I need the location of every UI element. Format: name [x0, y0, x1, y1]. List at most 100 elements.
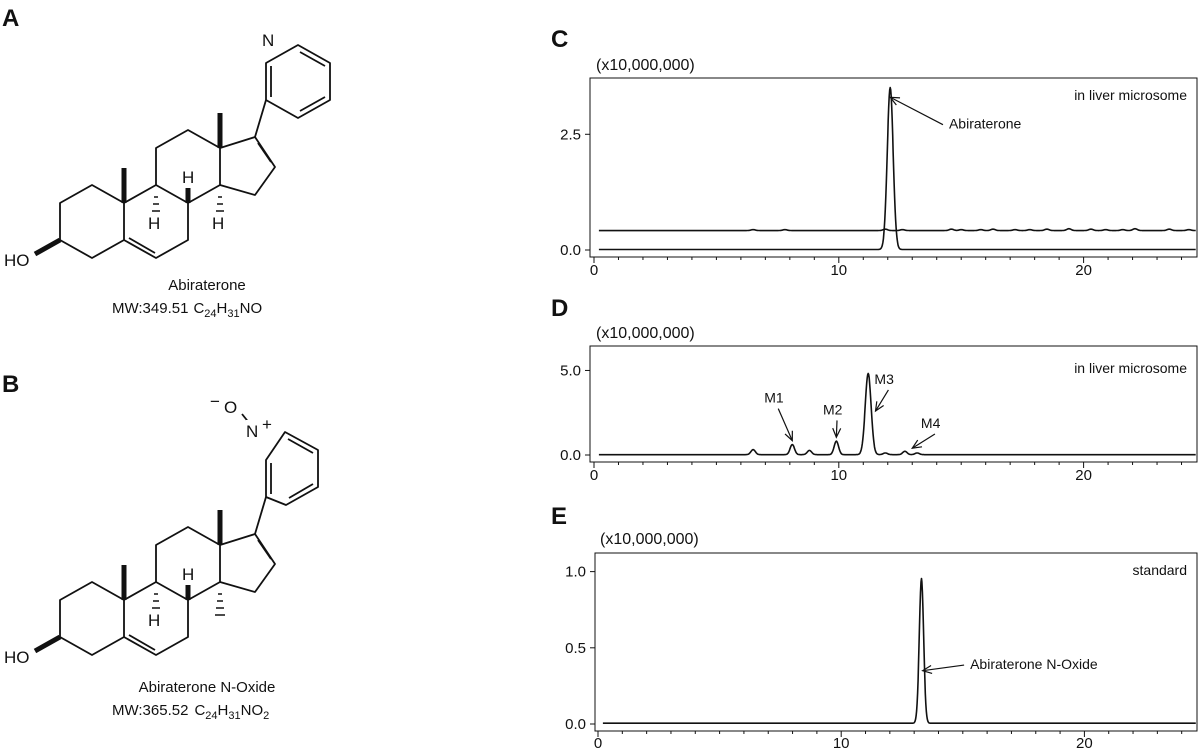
hydrogen-atom-h9-a: H [148, 214, 160, 233]
chart-marks-e: 0.0 0.5 1.0 0 10 20 Abiraterone N-Oxide [565, 564, 1197, 752]
peak-arrowhead [832, 427, 842, 439]
ring-d-double-bond-b [257, 539, 272, 560]
pyridine-double-2 [299, 51, 326, 67]
y-tick-label: 0.0 [565, 716, 586, 733]
negative-charge: − [210, 392, 220, 411]
oxygen-atom-b: O [224, 398, 237, 417]
pyridine-ring-bonds [265, 44, 331, 119]
x-tick-label: 20 [1075, 467, 1092, 484]
hydroxyl-label-b: HO [4, 648, 30, 667]
peak-arrowhead [874, 401, 884, 413]
annotation-d: in liver microsome [1074, 360, 1187, 376]
chromatogram-c: C (x10,000,000) in liver microsome 0.02.… [551, 26, 1198, 279]
peak-arrowhead [910, 439, 923, 450]
peak-arrow [911, 433, 936, 449]
peak-arrow [777, 408, 793, 441]
stereo-hash-h14 [216, 196, 224, 212]
panel-letter-d: D [551, 295, 568, 322]
ring-a-bonds [59, 184, 125, 259]
peak-arrow [922, 664, 965, 672]
trace-series-0 [598, 227, 1196, 232]
panel-letter-c: C [551, 26, 568, 53]
abiraterone-structure [33, 44, 331, 259]
peak-arrow [875, 389, 889, 412]
x-tick-label: 20 [1075, 262, 1092, 279]
ring-c-bonds-b [155, 526, 221, 601]
peak-label: M4 [921, 415, 941, 431]
chart-marks-c: 0.0 2.5 0 10 20 Abiraterone [560, 86, 1196, 279]
stereo-hash-methyl-b [215, 593, 225, 616]
y-tick-label: 0.5 [565, 640, 586, 657]
plot-frame-c [589, 77, 1198, 258]
ring-b-double-bond-b [128, 634, 156, 651]
panel-letter-e: E [551, 503, 567, 530]
x-tick-label: 0 [594, 735, 602, 752]
y-scale-label-e: (x10,000,000) [600, 531, 699, 548]
peak-label: M2 [823, 401, 843, 417]
abiraterone-n-oxide-structure [33, 413, 319, 656]
peak-arrowhead [888, 96, 901, 106]
ring-a-bonds-b [59, 581, 125, 656]
nitrogen-atom-a: N [262, 31, 274, 50]
peak-label: Abiraterone [949, 116, 1022, 132]
hydrogen-atom-h8-b: H [182, 565, 194, 584]
trace-series-1 [598, 86, 1196, 251]
stereo-hash-h9 [152, 196, 160, 212]
y-tick-label: 0.0 [560, 242, 581, 259]
trace-series-0 [602, 577, 1197, 725]
panel-letter-a: A [2, 5, 19, 32]
peak-arrowhead [921, 664, 933, 674]
pyridine-double-2-b [287, 438, 314, 454]
ring-d-double-bond [257, 142, 272, 163]
hydrogen-atom-h9-b: H [148, 611, 160, 630]
compound-name-a: Abiraterone [168, 277, 246, 294]
x-tick-label: 10 [833, 735, 850, 752]
peak-label: M3 [874, 371, 894, 387]
ring-b-bonds [123, 184, 189, 259]
y-scale-label-d: (x10,000,000) [596, 325, 695, 342]
peak-label: M1 [764, 390, 784, 406]
trace-series-0 [598, 372, 1196, 456]
chromatogram-e: E (x10,000,000) standard 0.0 0.5 1.0 0 10 20 A… [551, 503, 1198, 752]
pyridine-link-bond [254, 99, 267, 138]
hydroxyl-label-a: HO [4, 251, 30, 270]
hydroxyl-bond-b [33, 634, 62, 654]
ring-b-bonds-b [123, 581, 189, 656]
stereo-hash-h9-b [152, 593, 160, 609]
panel-letter-b: B [2, 371, 19, 398]
y-scale-label-c: (x10,000,000) [596, 57, 695, 74]
compound-name-b: Abiraterone N-Oxide [139, 679, 276, 696]
peak-label: Abiraterone N-Oxide [970, 656, 1098, 672]
peak-arrowhead [784, 430, 793, 442]
nitrogen-atom-b: N [246, 422, 258, 441]
x-tick-label: 10 [830, 467, 847, 484]
pyridine-double-3 [299, 96, 326, 112]
n-atom-mask-b [246, 420, 266, 440]
n-atom-mask-a [260, 30, 280, 50]
annotation-e: standard [1133, 562, 1187, 578]
chromatogram-d: D (x10,000,000) in liver microsome 0.0 5.… [551, 295, 1198, 484]
peak-arrow [835, 420, 838, 438]
plot-frame-d [589, 345, 1198, 463]
ring-c-bonds [155, 129, 221, 204]
pyridine-double-3-b [288, 483, 314, 499]
y-tick-label: 2.5 [560, 126, 581, 143]
ring-d-bonds-b [219, 533, 276, 593]
y-tick-label: 1.0 [565, 564, 586, 581]
hydroxyl-bond [33, 237, 62, 257]
x-tick-label: 0 [590, 262, 598, 279]
peak-arrow [889, 96, 944, 126]
x-tick-label: 20 [1076, 735, 1093, 752]
hydrogen-atom-h14-a: H [212, 214, 224, 233]
ring-b-double-bond [128, 237, 156, 254]
positive-charge: + [262, 415, 272, 434]
pyridine-ring-bonds-b [265, 431, 319, 506]
y-tick-label: 5.0 [560, 362, 581, 379]
y-tick-label: 0.0 [560, 447, 581, 464]
ring-d-bonds [219, 136, 276, 196]
x-tick-label: 10 [830, 262, 847, 279]
